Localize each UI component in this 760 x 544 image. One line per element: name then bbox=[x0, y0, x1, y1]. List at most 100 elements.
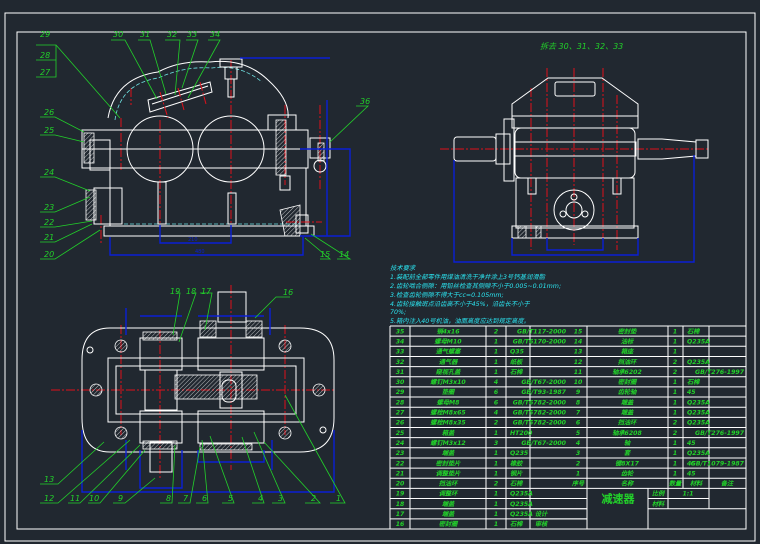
tech-line-4: 4.齿轮接触斑点沿齿高不小于45%，沿齿长不小于 bbox=[390, 300, 530, 308]
table-cell-standard: GB/T5782-2000 bbox=[513, 410, 567, 417]
table-cell-qty: 4 bbox=[494, 410, 498, 417]
callout-16: 16 bbox=[283, 288, 293, 297]
table-cell-name: 螺栓M8x35 bbox=[430, 419, 465, 427]
table-cell-material: 石棉 bbox=[510, 368, 523, 376]
tech-line-5: 70%; bbox=[390, 309, 406, 316]
table-cell-no: 23 bbox=[396, 450, 405, 457]
tech-line-6: 5.箱内注入40号机油，油面高度应达到规定高度。 bbox=[390, 317, 530, 325]
table-cell-name: 端盖 bbox=[442, 449, 455, 457]
table-cell-qty: 2 bbox=[494, 420, 498, 427]
callout-21: 21 bbox=[44, 233, 54, 242]
callout-19: 19 bbox=[170, 287, 180, 296]
scale-label: 比例 bbox=[652, 490, 666, 498]
table-cell-qty: 1 bbox=[673, 460, 677, 467]
table-cell-material: Q235A bbox=[510, 501, 533, 508]
table-cell-qty: 1 bbox=[494, 470, 498, 477]
table-cell-no: 14 bbox=[574, 338, 583, 345]
table-cell-standard: GB/T5782-2000 bbox=[513, 420, 567, 427]
table-cell-name: 密封圈 bbox=[618, 378, 638, 386]
table-cell-standard: GB/T67-2000 bbox=[521, 379, 566, 386]
table-cell-no: 3 bbox=[576, 450, 580, 457]
table-cell-no: 1 bbox=[576, 470, 580, 477]
callout-1: 1 bbox=[336, 494, 341, 503]
table-cell-name: 螺钉M3x10 bbox=[430, 378, 466, 386]
tech-line-1: 1.装配前全部零件用煤油清洗干净并涂上3号钙基润滑脂 bbox=[390, 273, 546, 281]
table-cell-name: 轴 bbox=[624, 439, 631, 447]
table-cell-qty: 6 bbox=[494, 389, 499, 396]
top-view: 19 18 17 16 13 12 11 10 9 8 7 6 5 4 3 2 … bbox=[40, 285, 346, 504]
table-cell-qty: 1 bbox=[673, 328, 677, 335]
table-cell-material: Q235A bbox=[510, 511, 533, 518]
table-cell-material: Q35 bbox=[510, 349, 524, 356]
table-cell-no: 2 bbox=[576, 460, 580, 467]
table-cell-name: 通气器 bbox=[439, 358, 458, 366]
table-cell-material: 45 bbox=[687, 389, 696, 396]
table-cell-qty: 1 bbox=[494, 430, 498, 437]
table-cell-material: Q235A bbox=[687, 359, 710, 366]
table-cell-name: 调整垫片 bbox=[436, 469, 462, 477]
designer-label: 设计 bbox=[535, 510, 548, 518]
table-cell-no: 20 bbox=[396, 481, 405, 488]
table-cell-no: 32 bbox=[396, 359, 405, 366]
table-cell-no: 30 bbox=[396, 379, 405, 386]
table-cell-standard: GB/T1079-1987 bbox=[691, 460, 745, 467]
table-cell-qty: 2 bbox=[673, 420, 677, 427]
table-cell-no: 22 bbox=[396, 460, 405, 467]
table-cell-name: 调整环 bbox=[439, 490, 459, 498]
callout-33: 33 bbox=[187, 30, 197, 39]
table-cell-qty: 2 bbox=[494, 328, 498, 335]
table-header-qty: 数量 bbox=[669, 480, 682, 488]
table-cell-qty: 1 bbox=[673, 450, 677, 457]
section-caption: 拆去 30、31、32、33 bbox=[540, 42, 623, 51]
scale-value: 1:1 bbox=[682, 491, 693, 498]
table-cell-qty: 1 bbox=[494, 338, 498, 345]
table-cell-qty: 1 bbox=[673, 379, 677, 386]
table-header-name: 名称 bbox=[621, 480, 635, 488]
callout-18: 18 bbox=[186, 287, 196, 296]
table-cell-name: 端盖 bbox=[621, 409, 634, 417]
callout-32: 32 bbox=[167, 30, 177, 39]
table-cell-no: 9 bbox=[576, 389, 581, 396]
table-cell-no: 24 bbox=[396, 440, 405, 447]
table-cell-standard: GB/T6170-2000 bbox=[513, 338, 567, 345]
table-cell-no: 13 bbox=[574, 349, 583, 356]
table-cell-qty: 2 bbox=[494, 481, 498, 488]
table-cell-name: 挡油环 bbox=[618, 419, 638, 427]
table-cell-no: 5 bbox=[576, 430, 580, 437]
table-cell-no: 31 bbox=[396, 369, 405, 376]
callout-26: 26 bbox=[44, 108, 54, 117]
table-cell-qty: 2 bbox=[673, 369, 677, 376]
table-cell-no: 21 bbox=[396, 470, 405, 477]
table-cell-name: 轴承6208 bbox=[612, 429, 642, 437]
callout-24: 24 bbox=[44, 168, 54, 177]
table-cell-no: 6 bbox=[576, 420, 581, 427]
callout-11: 11 bbox=[70, 494, 80, 503]
table-cell-qty: 1 bbox=[673, 389, 677, 396]
table-cell-standard: GB/T276-1997 bbox=[695, 430, 745, 437]
table-cell-material: Q235A bbox=[687, 338, 710, 345]
callout-15: 15 bbox=[320, 250, 330, 259]
table-cell-name: 键8X17 bbox=[615, 459, 640, 467]
callout-20: 20 bbox=[44, 250, 54, 259]
table-cell-qty: 1 bbox=[673, 440, 677, 447]
side-view: 拆去 30、31、32、33 bbox=[440, 42, 710, 263]
callout-23: 23 bbox=[44, 203, 54, 212]
table-cell-material: 橡胶 bbox=[510, 459, 524, 467]
callout-28: 28 bbox=[40, 51, 50, 60]
table-cell-no: 35 bbox=[396, 328, 405, 335]
table-cell-name: 通气螺塞 bbox=[436, 348, 463, 356]
table-cell-qty: 1 bbox=[673, 399, 677, 406]
callout-30: 30 bbox=[113, 30, 123, 39]
table-cell-name: 轴承6202 bbox=[612, 368, 642, 376]
callout-29: 29 bbox=[40, 30, 50, 39]
table-cell-material: 石棉 bbox=[510, 480, 523, 488]
table-cell-name: 挡油环 bbox=[439, 480, 459, 488]
callout-5: 5 bbox=[228, 494, 233, 503]
front-view: 480 210 29 28 27 30 31 32 3 bbox=[36, 30, 370, 260]
table-cell-standard: GB/T117-2000 bbox=[517, 328, 567, 335]
table-cell-name: 密封垫 bbox=[618, 327, 637, 335]
table-cell-name: 套 bbox=[624, 449, 632, 457]
table-cell-material: Q235A bbox=[510, 491, 533, 498]
table-cell-material: HT200 bbox=[510, 430, 533, 437]
